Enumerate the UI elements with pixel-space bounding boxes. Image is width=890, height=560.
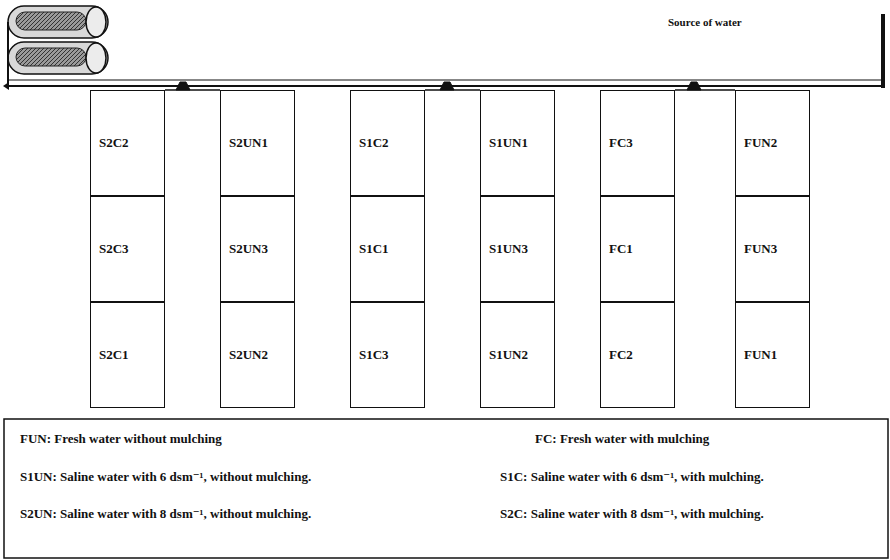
plot-box: FUN3 [735,196,810,302]
plot-box: S1C1 [350,196,425,302]
plot-box: S1C2 [350,90,425,196]
plot-label: S1UN2 [489,347,528,363]
plot-label: FUN2 [744,135,777,151]
plot-label: S1UN1 [489,135,528,151]
plot-box: S2UN2 [220,302,295,408]
plot-label: FC2 [609,347,633,363]
source-label: Source of water [668,16,742,28]
plot-label: S2UN3 [229,241,268,257]
plot-label: S2C1 [99,347,129,363]
plot-label: S2C3 [99,241,129,257]
plot-label: S2C2 [99,135,129,151]
plot-label: FC3 [609,135,633,151]
plot-label: S1C2 [359,135,389,151]
legend-text: S1C: Saline water with 6 dsm⁻¹, with mul… [500,469,764,485]
plot-box: FC3 [600,90,675,196]
legend-frame [4,419,888,558]
plot-box: S1UN2 [480,302,555,408]
plot-box: S1C3 [350,302,425,408]
plot-label: S1C1 [359,241,389,257]
plot-label: FUN3 [744,241,777,257]
plot-box: S2UN3 [220,196,295,302]
plot-box: FC1 [600,196,675,302]
legend-text: S2UN: Saline water with 8 dsm⁻¹, without… [20,506,311,522]
valve [165,82,735,90]
legend-text: S2C: Saline water with 8 dsm⁻¹, with mul… [500,506,764,522]
plot-label: S2UN2 [229,347,268,363]
plot-box: S1UN1 [480,90,555,196]
water-tank [3,6,108,90]
plot-box: FC2 [600,302,675,408]
plot-box: S1UN3 [480,196,555,302]
water-source-bar [881,14,885,88]
plot-box: S2UN1 [220,90,295,196]
plot-box: FUN1 [735,302,810,408]
plot-box: S2C2 [90,90,165,196]
plot-label: S2UN1 [229,135,268,151]
legend-text: S1UN: Saline water with 6 dsm⁻¹, without… [20,469,311,485]
legend-text: FC: Fresh water with mulching [535,431,709,447]
plot-label: FUN1 [744,347,777,363]
legend-text: FUN: Fresh water without mulching [20,431,222,447]
plot-box: S2C3 [90,196,165,302]
plot-box: S2C1 [90,302,165,408]
plot-box: FUN2 [735,90,810,196]
plot-label: S1UN3 [489,241,528,257]
plot-label: FC1 [609,241,633,257]
plot-label: S1C3 [359,347,389,363]
